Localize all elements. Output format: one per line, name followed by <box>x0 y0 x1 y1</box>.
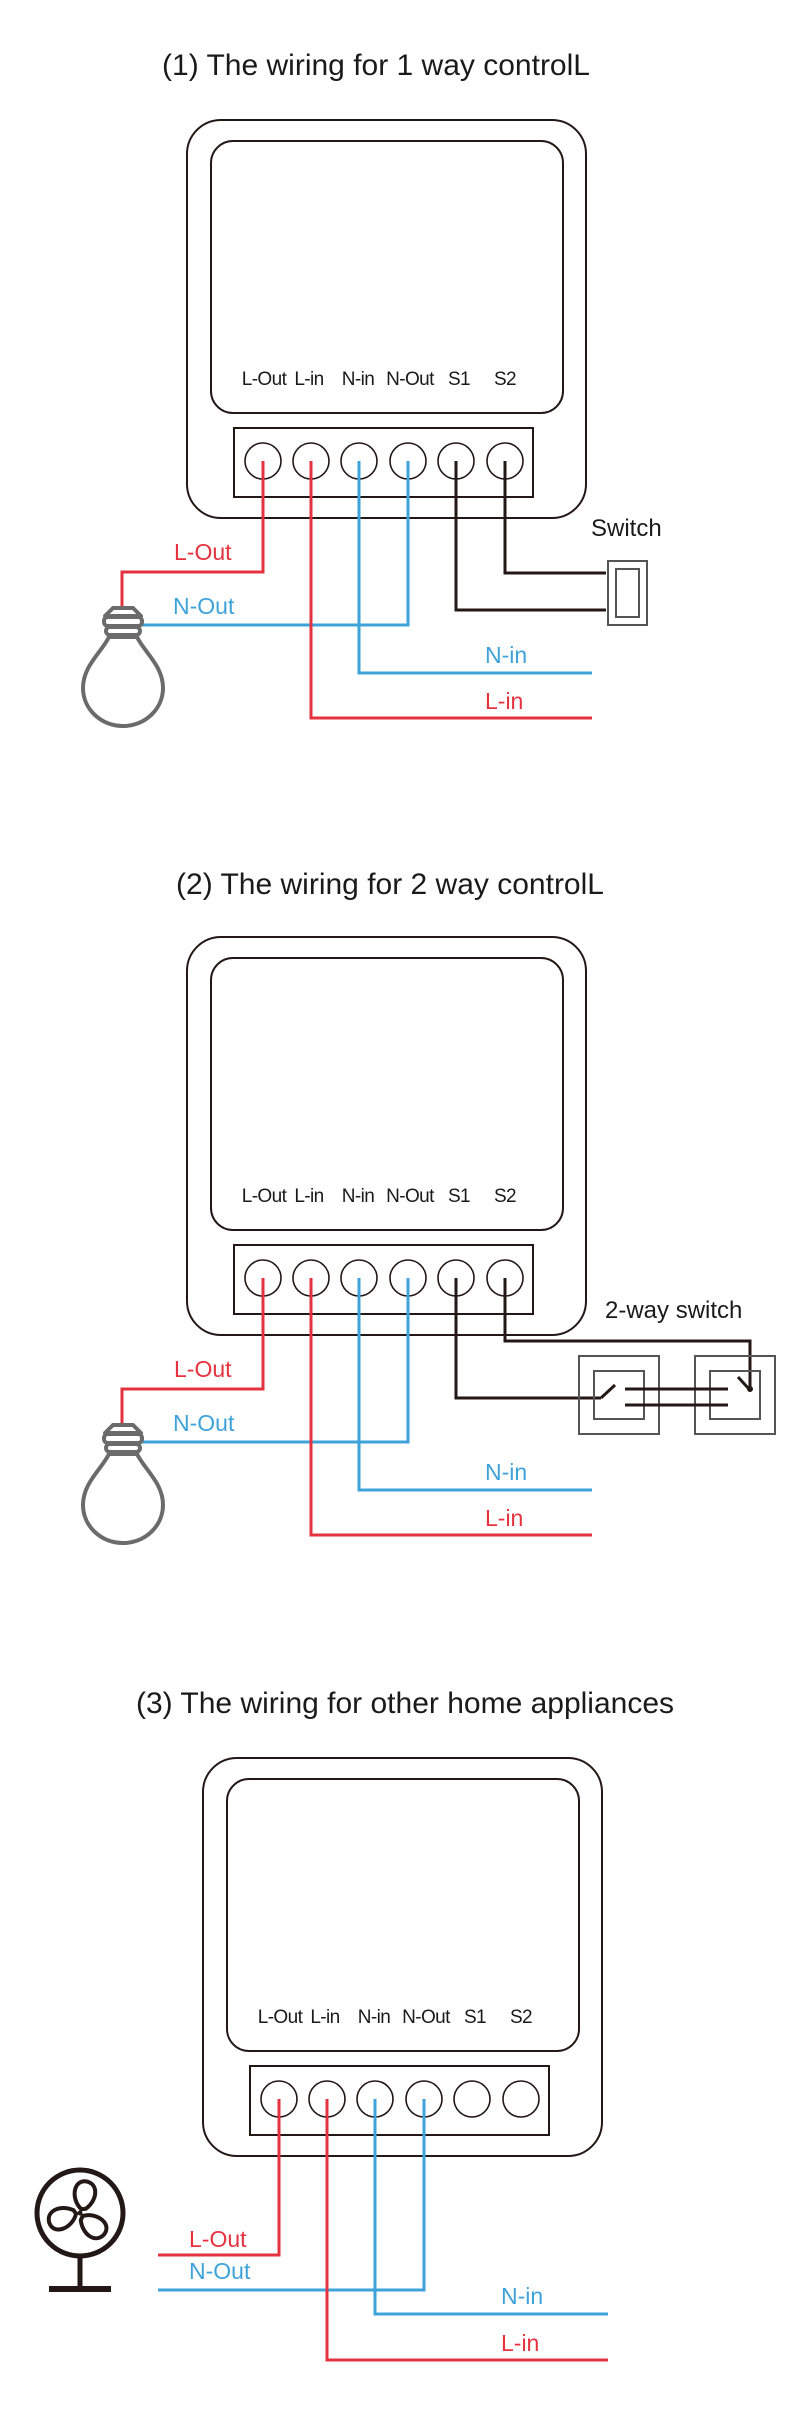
terminal-label-n-in: N-in <box>342 1186 374 1207</box>
bulb-thread-1 <box>102 1432 144 1445</box>
fan-blade <box>72 2179 98 2212</box>
terminal-label-n-in: N-in <box>358 2007 390 2028</box>
two-way-switch-1 <box>578 1355 660 1435</box>
switch-rocker <box>709 1370 761 1420</box>
wires <box>120 461 606 720</box>
switch-rocker <box>593 1370 645 1420</box>
wire-label-n-in: N-in <box>501 2283 543 2309</box>
wire-label-n-in: N-in <box>485 1459 527 1485</box>
terminal-label-s2: S2 <box>494 369 516 390</box>
smart-switch-module: L-Out L-in N-in N-Out S1 S2 <box>186 119 587 519</box>
terminal-label-s1: S1 <box>464 2007 486 2028</box>
bulb-thread-2 <box>104 1442 142 1454</box>
terminal-label-s1: S1 <box>448 1186 470 1207</box>
terminal-label-s1: S1 <box>448 369 470 390</box>
terminal-label-l-out: L-Out <box>242 369 288 390</box>
switch-lever-2 <box>736 1375 751 1391</box>
fan-hub <box>77 2210 83 2216</box>
switch-lever-1 <box>599 1383 617 1400</box>
switch-pivot <box>747 1386 753 1392</box>
bulb-cap-top <box>103 1423 143 1435</box>
section-title: (1) The wiring for 1 way controlL <box>162 49 590 82</box>
wire-n-out <box>158 2099 426 2292</box>
module-face <box>210 957 564 1231</box>
wire-l-in <box>325 2099 608 2362</box>
switch-label: 2-way switch <box>605 1297 742 1324</box>
terminal-block <box>233 1244 534 1315</box>
smart-switch-module: L-Out L-in N-in N-Out S1 S2 <box>186 936 587 1336</box>
bulb-cap-top <box>103 606 143 618</box>
wire-s1 <box>454 461 606 612</box>
wire-label-l-out: L-Out <box>174 539 232 565</box>
bulb-glass <box>81 635 165 728</box>
bulb-glass <box>81 1452 165 1545</box>
terminal-label-n-out: N-Out <box>386 369 435 390</box>
terminal-block <box>249 2065 550 2136</box>
terminal-label-l-in: L-in <box>294 369 323 390</box>
module-housing <box>186 936 587 1336</box>
terminal-block <box>233 427 534 498</box>
wiring-section-3: (3) The wiring for other home appliances… <box>34 1687 674 2362</box>
wire-n-in <box>357 1278 592 1492</box>
fan-icon <box>34 2167 126 2292</box>
wire-s1 <box>454 1278 601 1400</box>
wire-label-l-in: L-in <box>485 688 523 714</box>
switch-plate <box>607 560 648 626</box>
wire-label-n-in: N-in <box>485 642 527 668</box>
wire-label-l-out: L-Out <box>189 2226 247 2252</box>
switch-icon <box>607 560 648 626</box>
wires <box>120 1278 752 1537</box>
switch-rocker <box>615 568 640 618</box>
wire-l-out <box>158 2099 281 2257</box>
terminal-label-n-in: N-in <box>342 369 374 390</box>
terminal-label-l-out: L-Out <box>258 2007 304 2028</box>
light-bulb-icon <box>81 1423 165 1545</box>
wire-n-out <box>140 461 410 627</box>
wire-s2 <box>503 461 606 575</box>
wire-l-in <box>309 461 592 720</box>
module-face <box>226 1778 580 2052</box>
wire-label-l-in: L-in <box>501 2330 539 2356</box>
wire-s2 <box>503 1278 752 1388</box>
smart-switch-module: L-Out L-in N-in N-Out S1 S2 <box>202 1757 603 2157</box>
switch-label: Switch <box>591 515 662 542</box>
terminal-label-l-in: L-in <box>294 1186 323 1207</box>
wire-label-n-out: N-Out <box>173 1410 235 1436</box>
terminal-label-s2: S2 <box>510 2007 532 2028</box>
wire-label-l-in: L-in <box>485 1505 523 1531</box>
fan-blade <box>78 2213 109 2241</box>
module-face <box>210 140 564 414</box>
terminal-label-n-out: N-Out <box>402 2007 451 2028</box>
terminal-screw-s1 <box>453 2080 491 2118</box>
terminal-label-s2: S2 <box>494 1186 516 1207</box>
switch-plate <box>578 1355 660 1435</box>
bulb-thread-1 <box>102 615 144 628</box>
wires <box>158 2099 608 2362</box>
terminal-label-n-out: N-Out <box>386 1186 435 1207</box>
wire-label-n-out: N-Out <box>173 593 235 619</box>
wire-label-l-out: L-Out <box>174 1356 232 1382</box>
module-housing <box>202 1757 603 2157</box>
wire-label-n-out: N-Out <box>189 2258 251 2284</box>
light-bulb-icon <box>81 606 165 728</box>
wire-l-in <box>309 1278 592 1537</box>
wire-n-in <box>357 461 592 675</box>
terminal-screw-s2 <box>502 2080 540 2118</box>
module-housing <box>186 119 587 519</box>
two-way-switch-icon <box>578 1355 776 1435</box>
bulb-thread-2 <box>104 625 142 637</box>
wire-n-in <box>373 2099 608 2316</box>
section-title: (3) The wiring for other home appliances <box>136 1687 674 1720</box>
wire-l-out <box>120 1278 265 1427</box>
switch-plate <box>694 1355 776 1435</box>
wire-n-out <box>140 1278 410 1444</box>
two-way-switch-2 <box>694 1355 776 1435</box>
section-title: (2) The wiring for 2 way controlL <box>176 868 604 901</box>
terminal-label-l-out: L-Out <box>242 1186 288 1207</box>
wire-l-out <box>120 461 265 610</box>
fan-blade <box>46 2205 79 2232</box>
terminal-label-l-in: L-in <box>310 2007 339 2028</box>
